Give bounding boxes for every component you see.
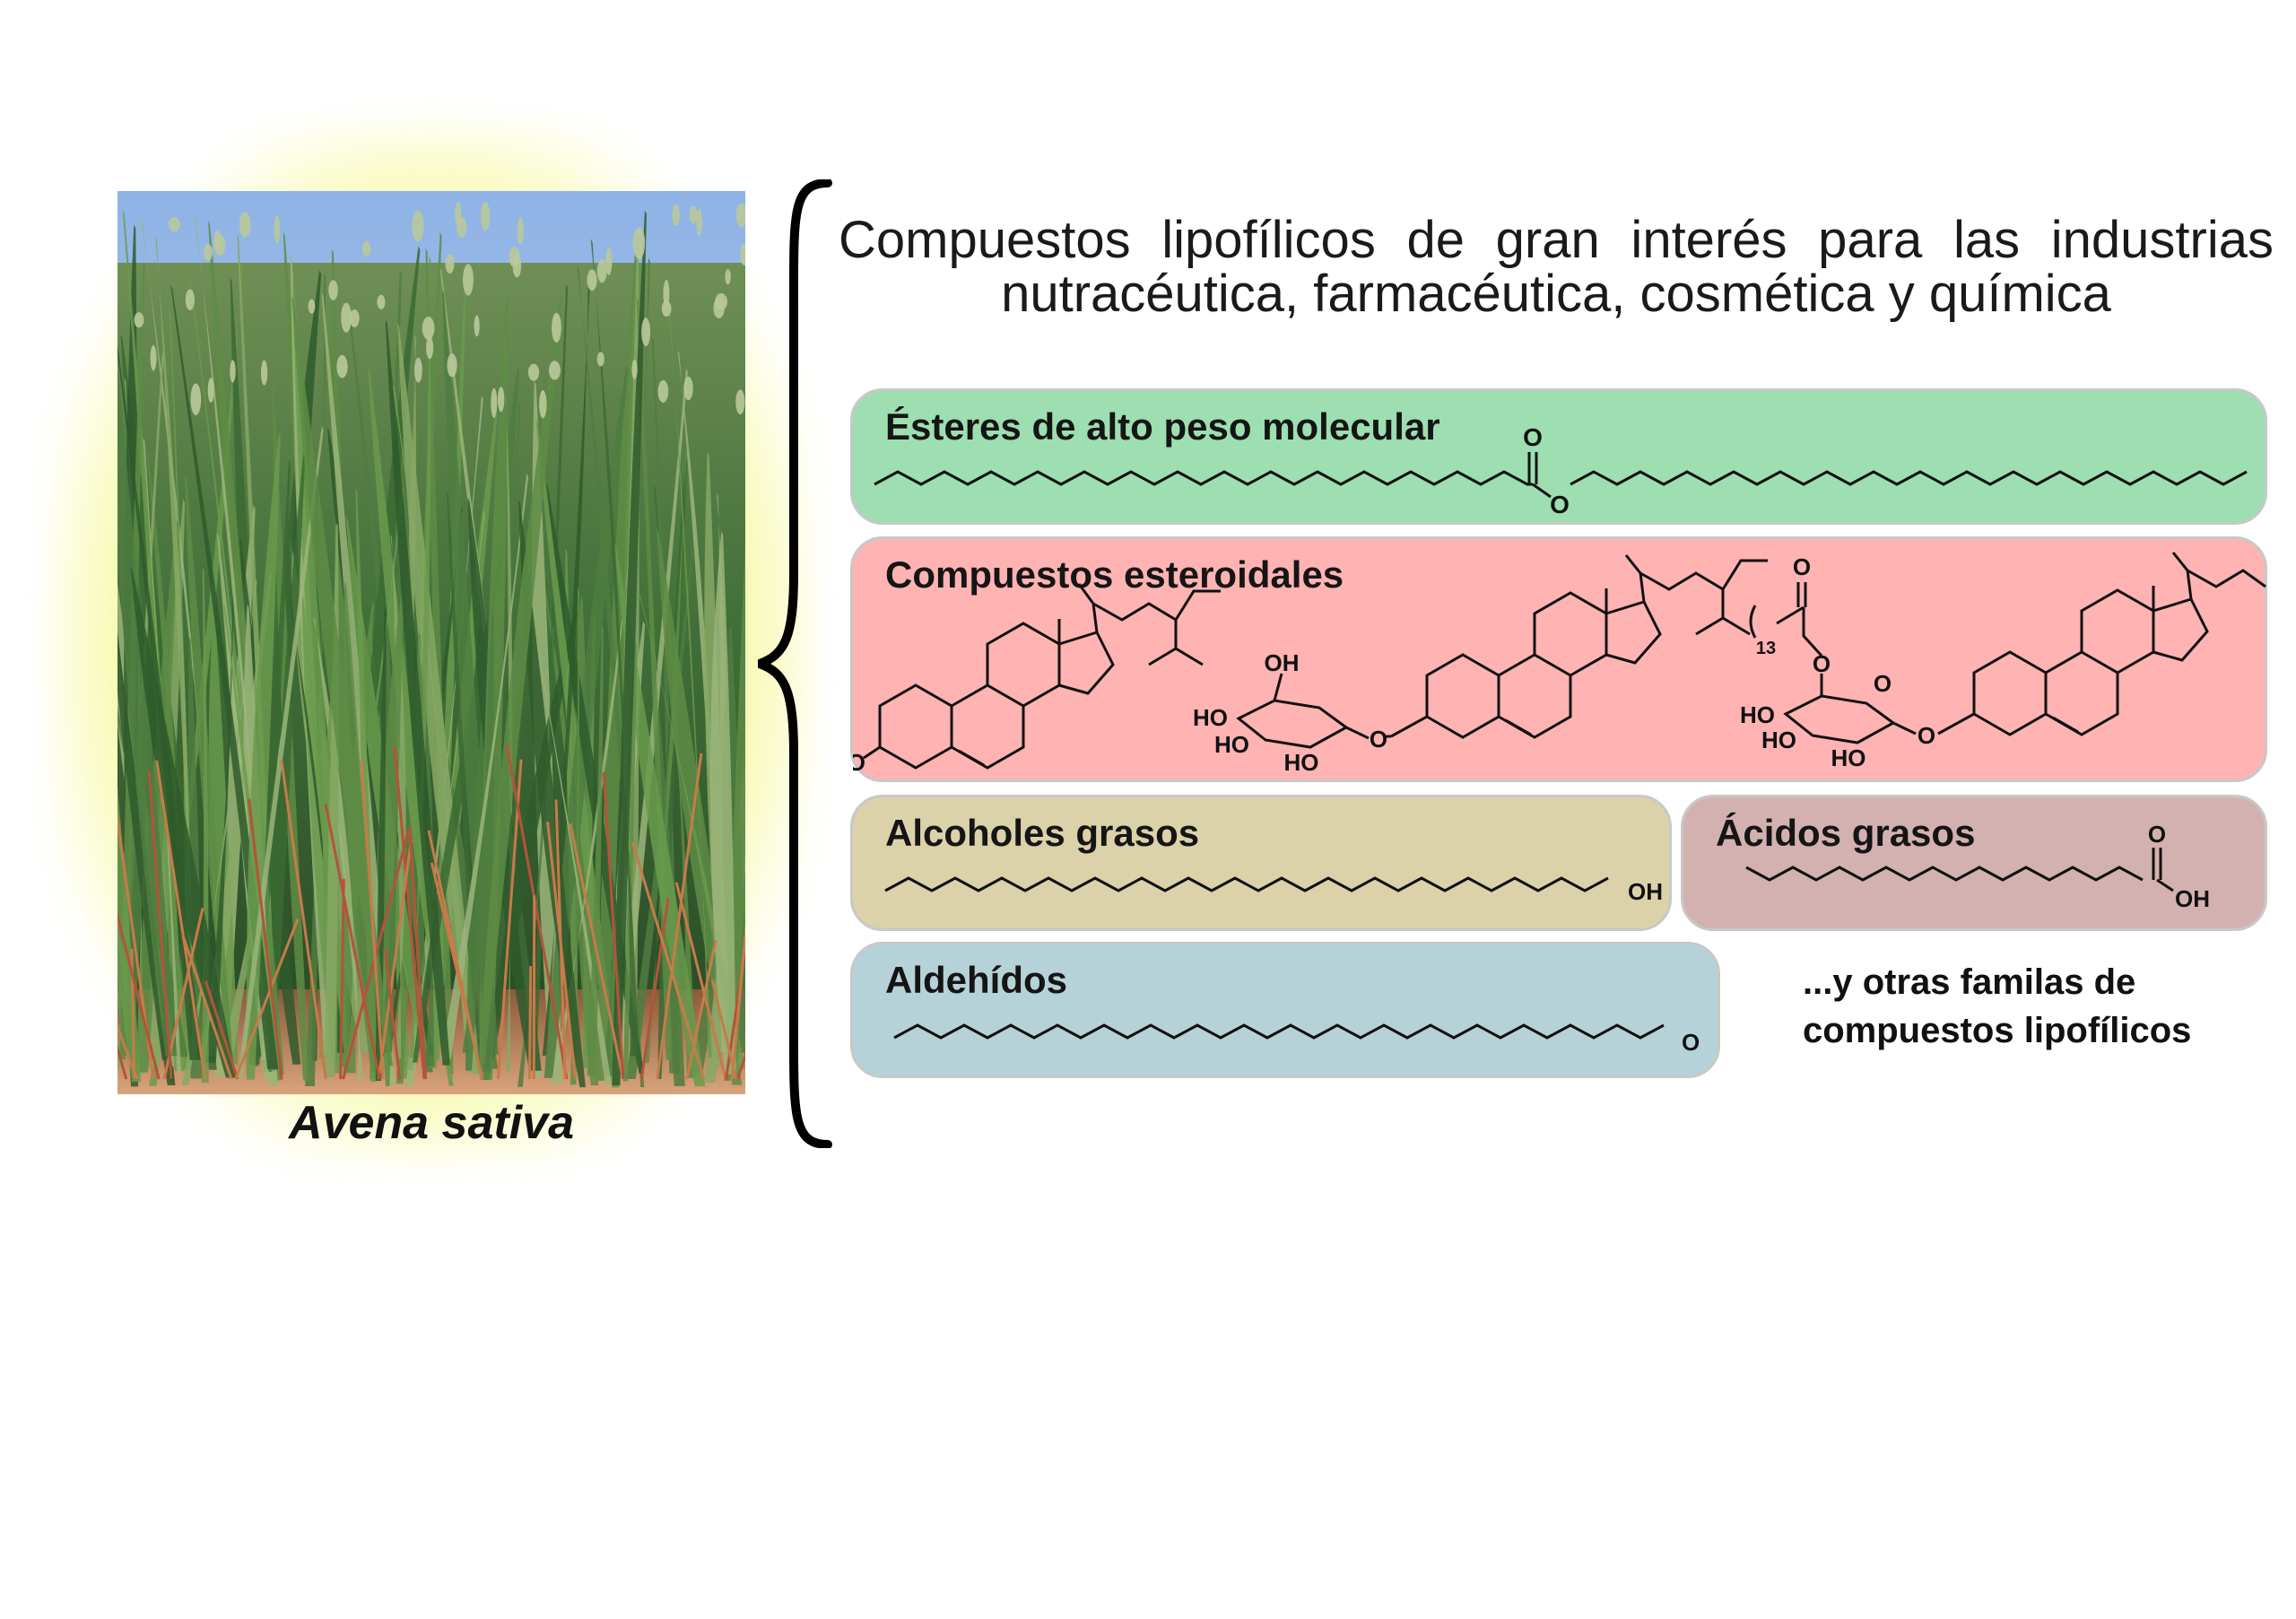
other-families-line-1: ...y otras familas de bbox=[1803, 962, 2136, 1002]
glucoside-oh-top: OH bbox=[1265, 649, 1300, 676]
acid-carbonyl-oxygen: O bbox=[2148, 821, 2166, 848]
fatty-alcohols-box: Alcoholes grasos OH bbox=[850, 795, 1672, 931]
esters-title: Ésteres de alto peso molecular bbox=[885, 405, 1440, 448]
sterol-hydroxyl: HO bbox=[853, 749, 865, 776]
other-families-line-2: compuestos lipofílicos bbox=[1803, 1011, 2192, 1050]
glucoside-ho-bottom: HO bbox=[1284, 749, 1319, 776]
headline-line-1: Compuestos lipofílicos de gran interés p… bbox=[839, 211, 2274, 269]
asg-ho-left: HO bbox=[1740, 701, 1775, 728]
curly-brace bbox=[758, 179, 832, 1148]
sitosterol-structure bbox=[863, 583, 1221, 770]
fatty-acid-structure: O OH bbox=[1745, 821, 2210, 912]
acyl-ester-oxygen: O bbox=[1813, 650, 1831, 677]
aldehydes-box: Aldehídos O bbox=[850, 942, 1720, 1078]
acylated-steryl-glucoside-structure bbox=[1749, 552, 2266, 744]
alcohol-hydroxyl: OH bbox=[1628, 878, 1663, 905]
ester-bridge-oxygen: O bbox=[1550, 491, 1570, 518]
steroids-title: Compuestos esteroidales bbox=[885, 553, 1344, 596]
fatty-acids-box: Ácidos grasos O OH bbox=[1681, 795, 2267, 931]
aldehyde-oxygen: O bbox=[1682, 1029, 1700, 1056]
aldehyde-structure: O bbox=[893, 1023, 1700, 1056]
asg-ether-oxygen: O bbox=[1918, 722, 1935, 749]
steryl-glucoside-structure bbox=[1236, 554, 1768, 749]
fatty-acids-title: Ácidos grasos bbox=[1716, 812, 1976, 854]
acid-hydroxyl: OH bbox=[2175, 885, 2210, 912]
glucoside-ho-left: HO bbox=[1193, 704, 1228, 731]
fatty-alcohol-structure: OH bbox=[884, 876, 1663, 905]
asg-ho-mid: HO bbox=[1761, 727, 1796, 753]
headline: Compuestos lipofílicos de gran interés p… bbox=[839, 213, 2274, 321]
wax-ester-structure: O O bbox=[874, 423, 2248, 518]
oat-photo bbox=[117, 191, 745, 1094]
species-caption: Avena sativa bbox=[289, 1097, 574, 1149]
steroids-box: Compuestos esteroidales HO bbox=[850, 536, 2267, 782]
ring-oxygen: O bbox=[1874, 670, 1892, 697]
esters-box: Ésteres de alto peso molecular O O bbox=[850, 388, 2267, 525]
fatty-alcohols-title: Alcoholes grasos bbox=[885, 812, 1200, 854]
oat-photo-frame bbox=[55, 128, 808, 1157]
asg-ho-bottom: HO bbox=[1831, 744, 1866, 771]
glucoside-ether-oxygen: O bbox=[1370, 726, 1387, 753]
ester-carbonyl-oxygen: O bbox=[1523, 423, 1543, 451]
glucoside-ho-mid: HO bbox=[1214, 731, 1249, 758]
chain-length-subscript: 13 bbox=[1756, 639, 1776, 658]
acyl-carbonyl-oxygen: O bbox=[1793, 553, 1811, 580]
other-families-note: ...y otras familas de compuestos lipofíl… bbox=[1803, 958, 2191, 1055]
headline-line-2: nutracéutica, farmacéutica, cosmética y … bbox=[1001, 265, 2111, 323]
aldehydes-title: Aldehídos bbox=[885, 959, 1068, 1001]
